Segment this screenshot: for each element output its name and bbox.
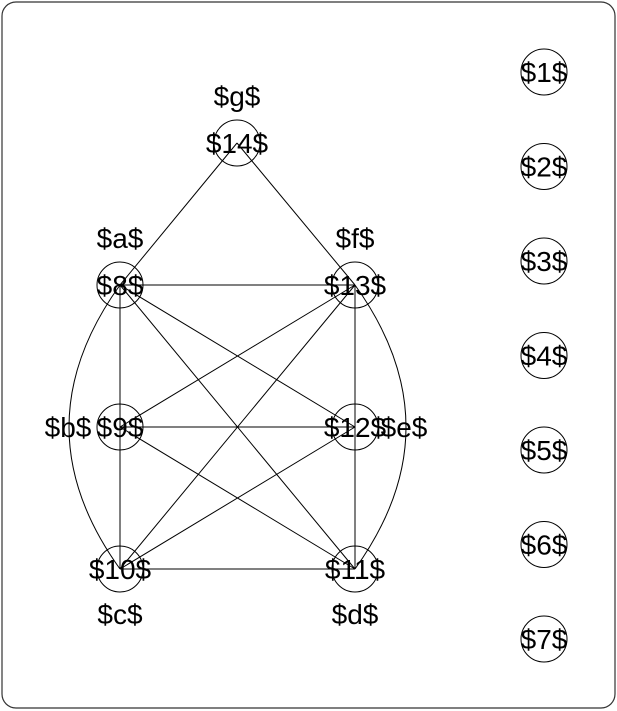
edge-n14-n13 bbox=[236, 142, 356, 286]
graph-node-n10: $10$ $c$ bbox=[89, 545, 152, 630]
graph-node-n9: $9$$b$ bbox=[45, 403, 144, 451]
node-circle bbox=[520, 426, 568, 474]
edge-n8-n10 bbox=[68, 284, 121, 570]
isolated-node-n7: $7$ bbox=[520, 615, 568, 663]
isolated-node-n1: $1$ bbox=[520, 48, 568, 96]
node-tag: $c$ bbox=[97, 599, 143, 630]
node-tag: $b$ bbox=[45, 412, 92, 443]
node-tag: $d$ bbox=[332, 599, 379, 630]
node-tag: $f$ bbox=[336, 223, 375, 254]
node-label: $14$ bbox=[206, 128, 269, 159]
isolated-node-n3: $3$ bbox=[520, 237, 568, 285]
node-label: $5$ bbox=[521, 435, 568, 466]
node-circle bbox=[96, 403, 144, 451]
node-tag: $e$ bbox=[381, 412, 428, 443]
isolated-node-n4: $4$ bbox=[520, 332, 568, 379]
node-circle bbox=[213, 119, 261, 167]
node-circle bbox=[331, 403, 379, 451]
edge-n13-n9 bbox=[119, 284, 356, 428]
node-circle bbox=[520, 237, 568, 285]
isolated-node-column: $1$ $2$ $3$ $4$ $5$ $6$ $7$ bbox=[520, 48, 568, 663]
node-circle bbox=[520, 332, 568, 379]
node-label: $11$ bbox=[325, 554, 386, 585]
node-circle bbox=[520, 521, 568, 568]
node-circle bbox=[520, 143, 568, 190]
edge-n13-n11 bbox=[354, 284, 407, 570]
node-label: $8$ bbox=[97, 270, 144, 301]
node-label: $9$ bbox=[97, 412, 144, 443]
graph-node-n11: $11$ $d$ bbox=[325, 545, 386, 630]
node-layer: $14$ $g$ $8$ $a$ $13$ $f$ $9$$b$ $12$$e$ $10$ $c$… bbox=[45, 81, 428, 630]
node-circle bbox=[96, 261, 144, 309]
node-label: $7$ bbox=[521, 624, 568, 655]
isolated-node-n6: $6$ bbox=[520, 521, 568, 568]
node-circle bbox=[331, 261, 379, 309]
node-label: $4$ bbox=[521, 341, 568, 372]
graph-node-n8: $8$ $a$ bbox=[96, 223, 144, 309]
graph-node-n13: $13$ $f$ bbox=[324, 223, 387, 309]
node-label: $3$ bbox=[521, 246, 568, 277]
node-circle bbox=[96, 545, 144, 593]
node-label: $10$ bbox=[89, 554, 152, 585]
node-label: $1$ bbox=[521, 57, 568, 88]
node-label: $6$ bbox=[521, 530, 568, 561]
edge-n12-n10 bbox=[119, 426, 356, 570]
node-label: $12$ bbox=[324, 412, 387, 443]
edge-n14-n8 bbox=[119, 142, 238, 286]
node-label: $2$ bbox=[521, 152, 568, 183]
graph-node-n14: $14$ $g$ bbox=[206, 81, 269, 167]
node-circle bbox=[520, 615, 568, 663]
graph-node-n12: $12$$e$ bbox=[324, 403, 428, 451]
node-tag: $g$ bbox=[214, 81, 261, 112]
isolated-node-n5: $5$ bbox=[520, 426, 568, 474]
edge-layer bbox=[68, 142, 407, 570]
node-tag: $a$ bbox=[97, 223, 144, 254]
node-circle bbox=[520, 48, 568, 96]
node-label: $13$ bbox=[324, 270, 387, 301]
node-circle bbox=[331, 545, 379, 593]
isolated-node-n2: $2$ bbox=[520, 143, 568, 190]
